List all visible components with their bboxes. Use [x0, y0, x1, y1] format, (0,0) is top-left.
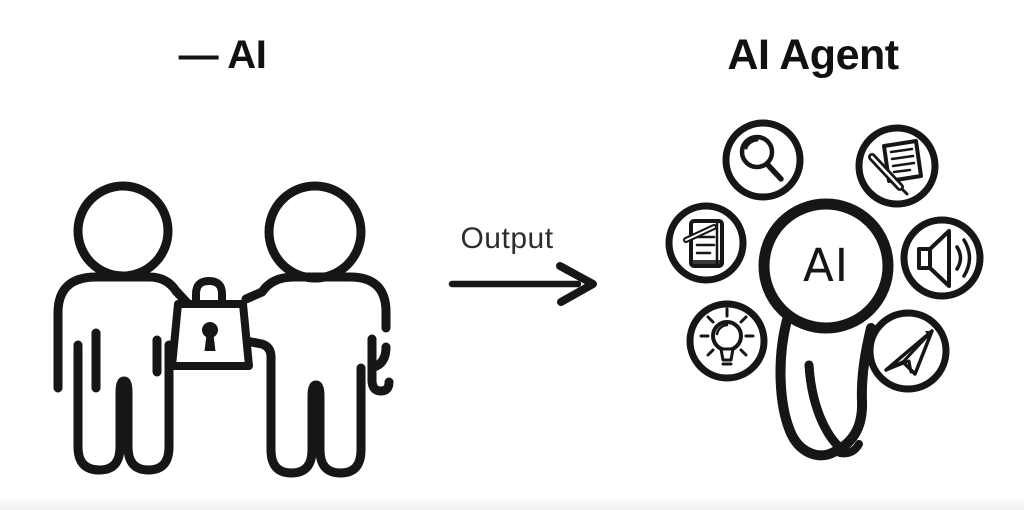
ai-agent-figure: [758, 198, 894, 461]
keyhole: [202, 322, 218, 338]
output-label: Output: [460, 222, 554, 255]
output-arrow-icon: [448, 262, 597, 306]
writing-icon: [855, 124, 939, 208]
idea-icon: [686, 300, 768, 382]
left-title: — AI: [178, 33, 267, 77]
person-left-icon: [53, 181, 196, 475]
person-right-icon: [241, 181, 394, 478]
notes-icon: [665, 202, 747, 284]
search-icon: [722, 119, 804, 201]
send-icon: [866, 309, 950, 393]
right-title: AI Agent: [727, 31, 899, 79]
locked-bag-icon: [168, 277, 253, 370]
ai-center-label: AI: [802, 239, 850, 292]
bottom-shade: [0, 496, 1024, 510]
audio-icon: [900, 216, 984, 300]
